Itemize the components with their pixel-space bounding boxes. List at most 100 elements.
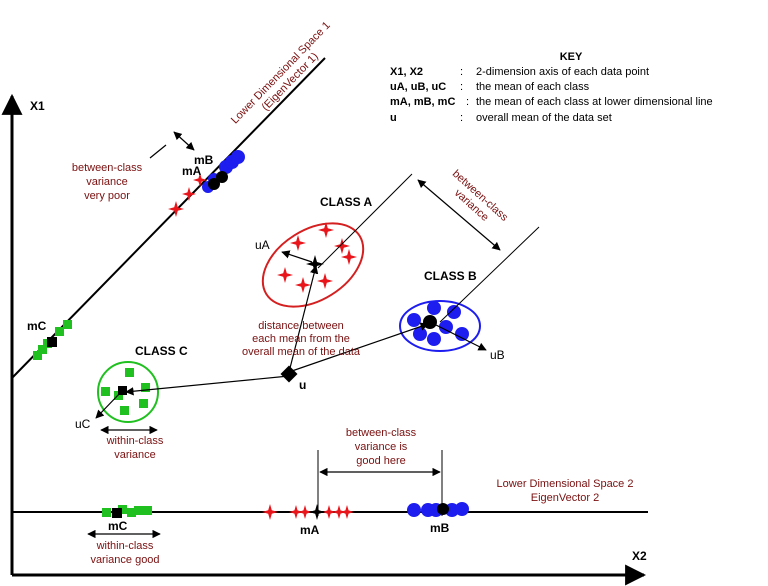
key-term-x1x2: X1, X2 bbox=[390, 66, 423, 78]
class-c-circle bbox=[97, 361, 159, 423]
within-good-label-2: variance good bbox=[90, 554, 159, 566]
space2-class-b-point bbox=[455, 502, 469, 516]
class-c-point bbox=[120, 406, 129, 415]
space1-mc-point bbox=[47, 337, 57, 347]
arrow-u-to-uc bbox=[125, 375, 290, 396]
lower-dimensional-space-2: Lower Dimensional Space 2 EigenVector 2 bbox=[12, 478, 648, 513]
space2-class-a-point bbox=[262, 504, 278, 520]
class-b-point bbox=[455, 327, 469, 341]
space2-class-c-point bbox=[102, 508, 111, 517]
key-desc-projected-means: the mean of each class at lower dimensio… bbox=[476, 96, 713, 108]
between-poor-label-2: variance bbox=[86, 176, 128, 188]
between-good-label-1: between-class bbox=[346, 427, 417, 439]
space1-mc-label: mC bbox=[27, 319, 47, 333]
key-term-overall-mean: u bbox=[390, 112, 397, 124]
key-colon: : bbox=[466, 96, 469, 108]
x2-axis-label: X2 bbox=[632, 549, 647, 563]
space2-mb-point bbox=[437, 503, 449, 515]
space1-ma-label: mA bbox=[182, 164, 202, 178]
space1-ma-point bbox=[208, 178, 220, 190]
key-colon: : bbox=[460, 81, 463, 93]
key-term-projected-means: mA, mB, mC bbox=[390, 96, 455, 108]
key-title: KEY bbox=[560, 51, 583, 63]
class-c-point bbox=[114, 391, 123, 400]
space2-ma-label: mA bbox=[300, 523, 320, 537]
space2-subtitle: EigenVector 2 bbox=[531, 492, 600, 504]
space1-class-c-point bbox=[63, 320, 72, 329]
class-c-point bbox=[139, 399, 148, 408]
class-b-title: CLASS B bbox=[424, 269, 477, 283]
within-class-c: within-class variance bbox=[100, 425, 164, 461]
class-b-point bbox=[427, 301, 441, 315]
class-b-points bbox=[407, 301, 469, 346]
class-b-mean-label: uB bbox=[490, 348, 505, 362]
space1-class-c-point bbox=[38, 345, 47, 354]
class-a: CLASS A uA bbox=[255, 195, 373, 308]
class-a-point bbox=[277, 267, 293, 283]
space1-mb-label: mB bbox=[194, 153, 214, 167]
between-poor-label-1: between-class bbox=[72, 162, 143, 174]
arrow-u-to-ua bbox=[288, 265, 319, 373]
class-a-point bbox=[295, 277, 311, 293]
distance-label-3: overall mean of the data bbox=[242, 346, 361, 358]
space2-mb-label: mB bbox=[430, 521, 450, 535]
key-term-class-means: uA, uB, uC bbox=[390, 81, 446, 93]
between-good-label-3: good here bbox=[356, 455, 406, 467]
space1-projections: mC mA mB bbox=[27, 131, 245, 360]
within-good-label-1: within-class bbox=[96, 540, 154, 552]
axes: X1 X2 bbox=[1, 93, 647, 586]
space2-title: Lower Dimensional Space 2 bbox=[497, 478, 634, 490]
between-poor-arrow bbox=[173, 131, 195, 151]
class-c-mean-point bbox=[118, 386, 127, 395]
key-desc-axes: 2-dimension axis of each data point bbox=[476, 66, 649, 78]
space2-mc-point bbox=[112, 508, 122, 518]
class-b-point bbox=[407, 313, 421, 327]
class-b-point bbox=[439, 320, 453, 334]
space1-class-b-point bbox=[231, 150, 245, 164]
class-c-point bbox=[101, 387, 110, 396]
key-desc-overall-mean: overall mean of the data set bbox=[476, 112, 612, 124]
class-a-title: CLASS A bbox=[320, 195, 373, 209]
key-colon: : bbox=[460, 66, 463, 78]
key-legend: KEY X1, X2 : 2-dimension axis of each da… bbox=[390, 51, 713, 124]
space1-title: Lower Dimensional Space 1 bbox=[229, 19, 333, 126]
class-c-points bbox=[101, 368, 150, 415]
within-class-good: within-class variance good bbox=[87, 529, 161, 566]
class-c: CLASS C uC bbox=[75, 344, 188, 431]
class-c-title: CLASS C bbox=[135, 344, 188, 358]
space1-class-c-point bbox=[33, 351, 42, 360]
class-b-point bbox=[413, 327, 427, 341]
class-b-point bbox=[427, 332, 441, 346]
class-b-ellipse bbox=[399, 300, 481, 352]
projection-line-a bbox=[317, 173, 413, 269]
space2-projections: mC mA mB bbox=[102, 502, 469, 537]
between-good-label-2: variance is bbox=[355, 441, 408, 453]
space1-class-a-point bbox=[182, 187, 196, 201]
distance-label-1: distance between bbox=[258, 320, 344, 332]
within-label-1: within-class bbox=[106, 435, 164, 447]
space1-mb-point bbox=[216, 171, 228, 183]
between-poor-pointer bbox=[149, 144, 167, 159]
between-class-good: between-class variance is good here bbox=[317, 427, 443, 516]
space2-class-c-point bbox=[127, 508, 136, 517]
class-b: CLASS B uB bbox=[399, 269, 505, 362]
space2-class-c-point bbox=[134, 506, 143, 515]
space2-mc-label: mC bbox=[108, 519, 128, 533]
key-colon: : bbox=[460, 112, 463, 124]
class-a-ellipse bbox=[261, 222, 365, 308]
between-right-arrow bbox=[417, 179, 501, 251]
class-a-mean-label: uA bbox=[255, 238, 270, 252]
space2-class-b-point bbox=[407, 503, 421, 517]
overall-mean-label: u bbox=[299, 378, 306, 392]
overall-mean: u distance between each mean from the ov… bbox=[125, 265, 429, 396]
space1-class-c-point bbox=[55, 327, 64, 336]
class-c-point bbox=[141, 383, 150, 392]
class-b-point bbox=[447, 305, 461, 319]
class-a-points bbox=[277, 222, 357, 293]
class-a-point bbox=[341, 249, 357, 265]
space2-class-c-point bbox=[118, 505, 127, 514]
class-a-point bbox=[334, 238, 350, 254]
key-desc-class-means: the mean of each class bbox=[476, 81, 590, 93]
distance-label-2: each mean from the bbox=[252, 333, 350, 345]
